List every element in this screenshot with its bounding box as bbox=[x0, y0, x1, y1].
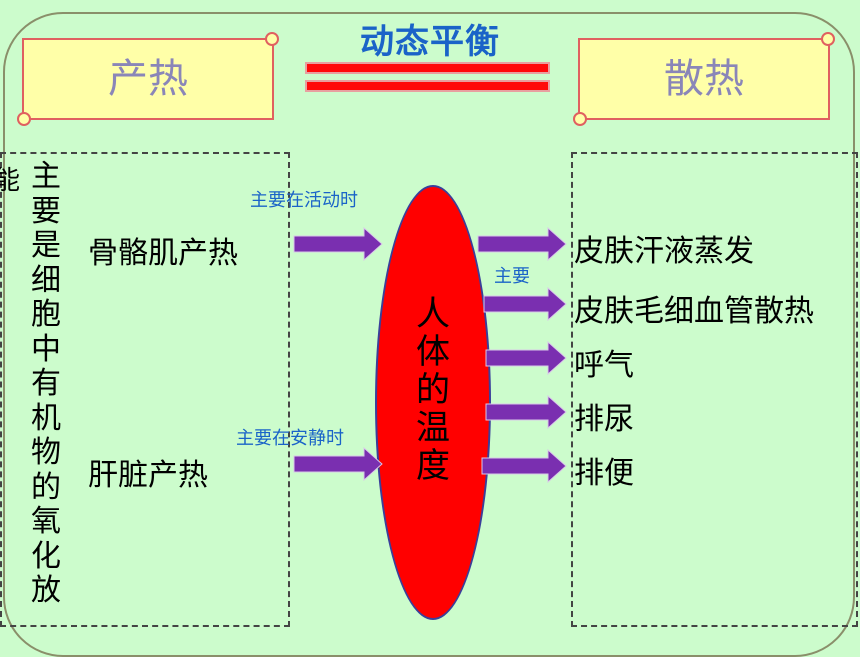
heat-production-scroll: 产热 bbox=[17, 32, 279, 126]
arrow-feces bbox=[481, 448, 567, 484]
arrow-liver bbox=[293, 446, 383, 482]
capillary-main-note: 主要 bbox=[494, 266, 530, 287]
skeletal-muscle-condition: 主要在活动时 bbox=[250, 190, 358, 211]
liver-condition: 主要在安静时 bbox=[236, 428, 344, 449]
heat-production-label: 产热 bbox=[108, 56, 188, 102]
source-vertical-text: 主要是细胞中有机物的氧化放 bbox=[31, 159, 61, 608]
cutoff-character: 能 bbox=[0, 166, 21, 196]
heat-dissipation-scroll: 散热 bbox=[573, 32, 835, 126]
balance-bar-top bbox=[305, 62, 550, 74]
sweat-evaporation-label: 皮肤汗液蒸发 bbox=[574, 234, 754, 269]
heat-production-box bbox=[0, 152, 290, 627]
arrow-exhale bbox=[485, 340, 567, 376]
urine-label: 排尿 bbox=[574, 402, 634, 437]
heat-dissipation-box bbox=[571, 152, 858, 627]
arrow-capillary bbox=[483, 286, 567, 322]
liver-label: 肝脏产热 bbox=[88, 458, 208, 493]
heat-dissipation-label: 散热 bbox=[664, 56, 744, 102]
exhale-label: 呼气 bbox=[574, 348, 634, 383]
body-temperature-label: 人体的温度 bbox=[416, 294, 450, 486]
diagram-title: 动态平衡 bbox=[360, 22, 500, 62]
capillary-label: 皮肤毛细血管散热 bbox=[574, 294, 814, 329]
skeletal-muscle-label: 骨骼肌产热 bbox=[88, 236, 238, 271]
arrow-muscle bbox=[293, 226, 383, 262]
balance-bar-bottom bbox=[305, 80, 550, 92]
arrow-sweat bbox=[477, 226, 567, 262]
feces-label: 排便 bbox=[574, 456, 634, 491]
arrow-urine bbox=[485, 394, 567, 430]
body-temperature-oval bbox=[375, 185, 491, 620]
